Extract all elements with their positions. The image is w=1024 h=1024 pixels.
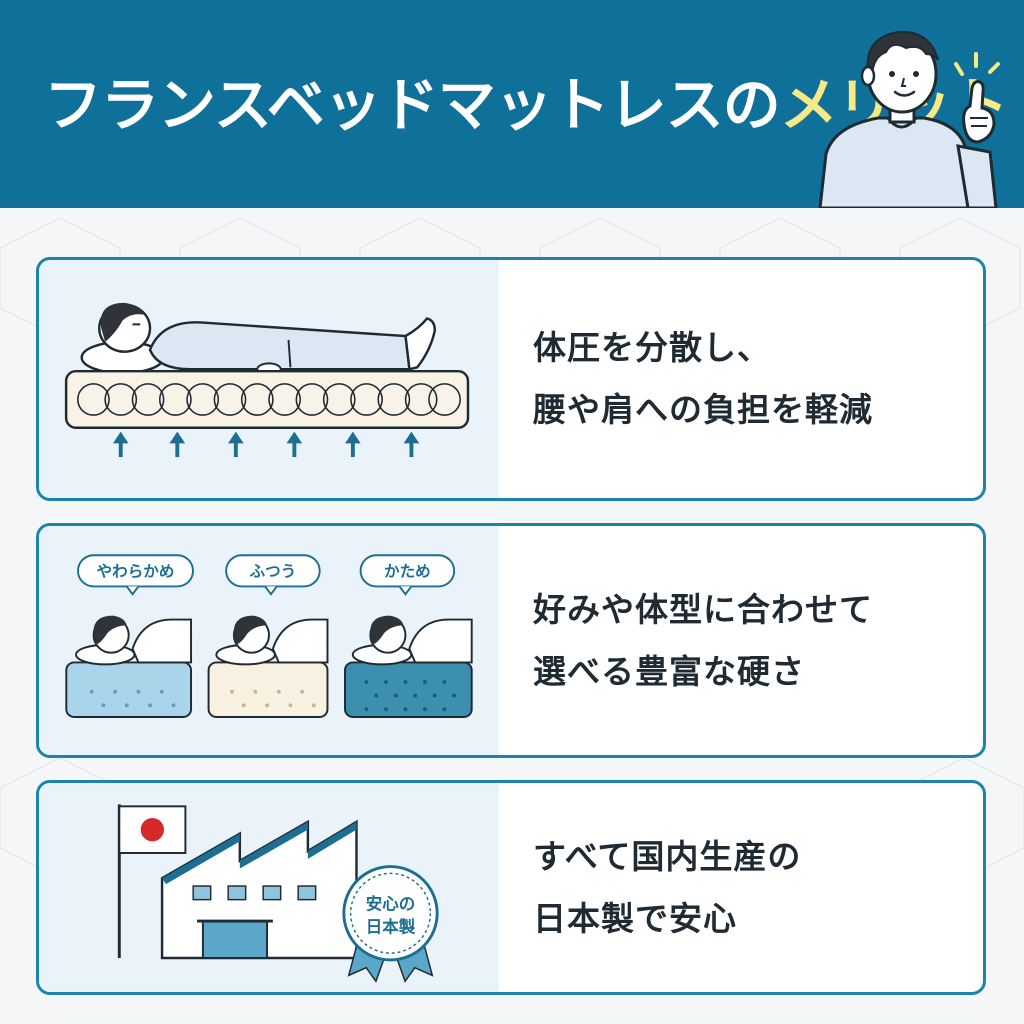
- upward-arrows-icon: [112, 431, 420, 458]
- benefit-line: すべて国内生産の: [533, 836, 802, 876]
- firmness-bubble-medium: ふつう: [225, 554, 321, 596]
- benefit-text-made-in-japan: すべて国内生産の 日本製で安心: [533, 826, 801, 950]
- benefit-line: 腰や肩への負担を軽減: [533, 390, 873, 429]
- header-banner: フランスベッドマットレスのメリット: [0, 0, 1024, 208]
- benefit-line: 日本製で安心: [533, 898, 737, 938]
- benefit-text-firmness: 好みや体型に合わせて 選べる豊富な硬さ: [533, 579, 873, 703]
- firmness-bubble-soft: やわらかめ: [77, 554, 194, 596]
- benefit-card-made-in-japan: 安心の 日本製 すべて国内生産の 日本製で安心: [36, 780, 986, 995]
- factory-with-flag-icon: 安心の 日本製: [117, 804, 439, 983]
- benefit-card-pressure: 体圧を分散し、 腰や肩への負担を軽減: [36, 257, 986, 501]
- pressure-distribution-illustration: [39, 260, 499, 498]
- firmness-options-illustration: やわらかめ ふつう かため: [39, 526, 499, 755]
- japanese-factory-illustration: 安心の 日本製: [39, 783, 499, 992]
- firmness-label-medium: ふつう: [250, 563, 297, 581]
- firmness-label-firm: かため: [384, 563, 431, 581]
- title-main-text: フランスベッドマットレスの: [44, 71, 781, 139]
- badge-line-2: 日本製: [366, 917, 416, 937]
- three-firmness-mattresses-icon: やわらかめ ふつう かため: [65, 554, 473, 718]
- benefit-line: 体圧を分散し、: [533, 328, 771, 367]
- firmness-bubble-firm: かため: [359, 554, 456, 596]
- benefit-text-pressure: 体圧を分散し、 腰や肩への負担を軽減: [533, 317, 873, 441]
- badge-line-1: 安心の: [366, 893, 416, 913]
- benefit-card-firmness: やわらかめ ふつう かため: [36, 523, 986, 758]
- made-in-japan-badge-icon: 安心の 日本製: [342, 865, 439, 983]
- pointing-man-illustration: [818, 30, 1000, 208]
- benefit-line: 選べる豊富な硬さ: [533, 651, 805, 691]
- benefit-line: 好みや体型に合わせて: [533, 589, 873, 629]
- firmness-label-soft: やわらかめ: [97, 563, 175, 581]
- person-lying-on-mattress-icon: [64, 302, 470, 458]
